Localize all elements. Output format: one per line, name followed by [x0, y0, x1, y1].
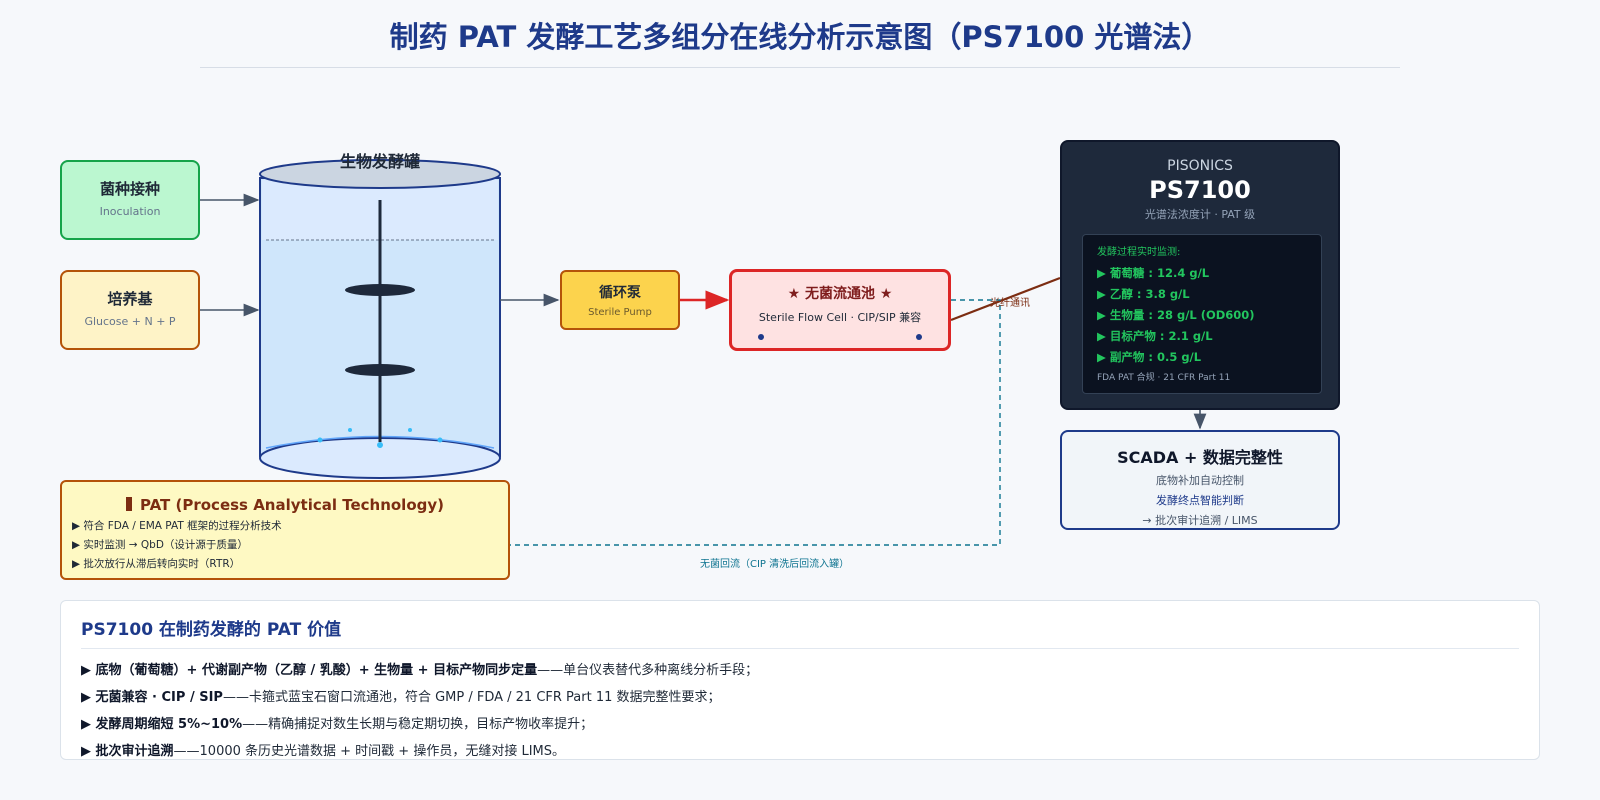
reading-biomass: ▶ 生物量 : 28 g/L (OD600) [1097, 308, 1255, 322]
value-panel-title: PS7100 在制药发酵的 PAT 价值 [81, 620, 342, 640]
value-item: ▶ 无菌兼容 · CIP / SIP——卡箍式蓝宝石窗口流通池，符合 GMP /… [81, 686, 1539, 705]
flowcell-port-right [916, 334, 922, 340]
inoculation-title: 菌种接种 [99, 180, 160, 198]
ps7100-analyzer: PISONICS PS7100 光谱法浓度计 · PAT 级 发酵过程实时监测:… [1060, 140, 1340, 410]
flowcell-subtitle: Sterile Flow Cell · CIP/SIP 兼容 [758, 311, 922, 324]
value-item-text: ——10000 条历史光谱数据 + 时间戳 + 操作员，无缝对接 LIMS。 [173, 744, 566, 759]
value-item-text: ——精确捕捉对数生长期与稳定期切换，目标产物收率提升； [242, 717, 594, 732]
pat-info-box: PAT (Process Analytical Technology) ▶ 符合… [60, 480, 510, 580]
pump-subtitle: Sterile Pump [588, 307, 652, 318]
scada-title: SCADA + 数据完整性 [1117, 448, 1283, 467]
reading-target-product: ▶ 目标产物 : 2.1 g/L [1097, 329, 1213, 343]
value-item-bold: ▶ 底物（葡萄糖）+ 代谢副产物（乙醇 / 乳酸）+ 生物量 + 目标产物同步定… [81, 663, 538, 678]
pat-marker [125, 497, 132, 511]
pat-bullet-2: ▶ 实时监测 → QbD（设计源于质量） [72, 539, 248, 551]
value-item: ▶ 批次审计追溯——10000 条历史光谱数据 + 时间戳 + 操作员，无缝对接… [81, 740, 1539, 759]
medium-box: 培养基 Glucose + N + P [60, 270, 200, 350]
sterile-return-label: 无菌回流（CIP 清洗后回流入罐） [700, 559, 850, 570]
title-divider [200, 67, 1400, 68]
pat-bullet-1: ▶ 符合 FDA / EMA PAT 框架的过程分析技术 [72, 520, 282, 532]
value-item-bold: ▶ 批次审计追溯 [81, 744, 174, 759]
scada-line-1: 底物补加自动控制 [1156, 474, 1244, 487]
aeration-bubbles [317, 428, 443, 448]
fiber-optic-link [950, 276, 1061, 322]
value-panel-divider [81, 648, 1519, 649]
inoculation-box: 菌种接种 Inoculation [60, 160, 200, 240]
reading-ethanol: ▶ 乙醇 : 3.8 g/L [1097, 287, 1190, 301]
sterile-return-line [510, 299, 1001, 546]
value-item-text: ——单台仪表替代多种离线分析手段； [537, 663, 759, 678]
screen-footer: FDA PAT 合规 · 21 CFR Part 11 [1097, 373, 1231, 383]
ps7100-display-screen: 发酵过程实时监测: ▶ 葡萄糖 : 12.4 g/L ▶ 乙醇 : 3.8 g/… [1082, 234, 1322, 394]
value-item: ▶ 底物（葡萄糖）+ 代谢副产物（乙醇 / 乳酸）+ 生物量 + 目标产物同步定… [81, 659, 1539, 678]
flowcell-title: ★ 无菌流通池 ★ [787, 286, 893, 302]
screen-title: 发酵过程实时监测: [1097, 247, 1181, 258]
value-item-bold: ▶ 发酵周期缩短 5%~10% [81, 717, 243, 732]
pat-title: PAT (Process Analytical Technology) [62, 496, 508, 514]
circulation-pump-box: 循环泵 Sterile Pump [560, 270, 680, 330]
ps7100-model: PS7100 [1149, 176, 1251, 204]
value-panel: PS7100 在制药发酵的 PAT 价值 ▶ 底物（葡萄糖）+ 代谢副产物（乙醇… [60, 600, 1540, 760]
pump-title: 循环泵 [599, 285, 641, 301]
reading-glucose: ▶ 葡萄糖 : 12.4 g/L [1097, 266, 1210, 280]
scada-box: SCADA + 数据完整性 底物补加自动控制 发酵终点智能判断 → 批次审计追溯… [1060, 430, 1340, 530]
fiber-optic-label: 光纤通讯 [990, 298, 1030, 309]
fermenter-tank-label: 生物发酵罐 [339, 152, 420, 171]
value-item-bold: ▶ 无菌兼容 · CIP / SIP [81, 690, 223, 705]
reading-byproduct: ▶ 副产物 : 0.5 g/L [1097, 350, 1202, 364]
agitator [345, 200, 415, 442]
inoculation-subtitle: Inoculation [99, 205, 161, 218]
page-title: 制药 PAT 发酵工艺多组分在线分析示意图（PS7100 光谱法） [389, 20, 1211, 54]
value-item-text: ——卡箍式蓝宝石窗口流通池，符合 GMP / FDA / 21 CFR Part… [222, 690, 721, 705]
ps7100-brand: PISONICS [1167, 158, 1233, 174]
sterile-flow-cell-box: ★ 无菌流通池 ★ Sterile Flow Cell · CIP/SIP 兼容 [729, 269, 951, 351]
medium-subtitle: Glucose + N + P [84, 315, 176, 328]
pat-title-text: PAT (Process Analytical Technology) [139, 496, 444, 514]
medium-title: 培养基 [107, 290, 153, 308]
value-item: ▶ 发酵周期缩短 5%~10%——精确捕捉对数生长期与稳定期切换，目标产物收率提… [81, 713, 1539, 732]
flowcell-port-left [758, 334, 764, 340]
scada-line-2: 发酵终点智能判断 [1156, 494, 1244, 507]
ps7100-subtitle: 光谱法浓度计 · PAT 级 [1144, 208, 1256, 221]
scada-line-3: → 批次审计追溯 / LIMS [1142, 514, 1258, 527]
pat-bullet-3: ▶ 批次放行从滞后转向实时（RTR） [72, 558, 241, 570]
